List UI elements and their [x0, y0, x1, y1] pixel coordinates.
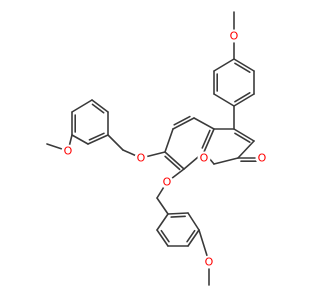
bond-line — [164, 151, 185, 170]
bond-line — [237, 140, 255, 159]
bond-line — [87, 134, 109, 145]
atom-o-methoxy-top: O — [227, 29, 241, 43]
bond-line — [233, 128, 255, 142]
bond-line — [201, 129, 211, 149]
bond-line — [193, 117, 215, 130]
bond-line — [233, 93, 255, 107]
bond-line — [213, 93, 235, 107]
bond-line — [160, 229, 170, 243]
atom-o-carbonyl: O — [255, 151, 269, 165]
bond-line — [107, 134, 124, 151]
bond-line — [234, 91, 251, 103]
atom-o-methoxy-bottom: O — [202, 255, 216, 269]
bond-line — [156, 229, 169, 247]
atom-o-methoxy-left: O — [61, 144, 75, 158]
bond-line — [156, 213, 169, 231]
bond-line — [203, 128, 215, 153]
bond-line — [187, 229, 200, 247]
atom-o-ring: O — [197, 151, 211, 165]
oxygen-label-ring: O — [200, 152, 209, 165]
oxygen-label-methoxy-top: O — [230, 30, 239, 43]
bond-line — [167, 212, 189, 215]
bond-line — [213, 157, 239, 165]
molecule-structure-diagram: O O O O O O O — [46, 11, 269, 286]
bond-line — [172, 117, 195, 130]
oxygen-label-ether-7: O — [137, 152, 146, 165]
bond-line — [71, 99, 93, 113]
oxygen-label-ether-8: O — [163, 176, 172, 189]
bond-line — [91, 99, 109, 113]
bond-line — [164, 155, 181, 171]
bond-line — [173, 115, 191, 126]
bond-line — [156, 197, 169, 215]
bond-line — [91, 103, 105, 114]
bond-layer — [46, 11, 263, 286]
atom-label-layer: O O O O O O O — [61, 29, 269, 269]
oxygen-label-methoxy-left: O — [64, 145, 73, 158]
bond-line — [186, 229, 196, 243]
atom-o-ether-7: O — [134, 151, 148, 165]
oxygen-label-methoxy-bottom: O — [205, 256, 214, 269]
bond-line — [170, 215, 186, 218]
bond-line — [213, 58, 235, 72]
bond-line — [71, 134, 89, 145]
bond-line — [187, 212, 200, 231]
bond-line — [88, 132, 105, 141]
atom-o-ether-8: O — [160, 175, 174, 189]
bond-line — [234, 62, 251, 74]
oxygen-label-carbonyl: O — [258, 152, 267, 165]
bond-line — [234, 132, 251, 144]
bond-line — [164, 128, 174, 153]
bond-line — [233, 58, 255, 72]
